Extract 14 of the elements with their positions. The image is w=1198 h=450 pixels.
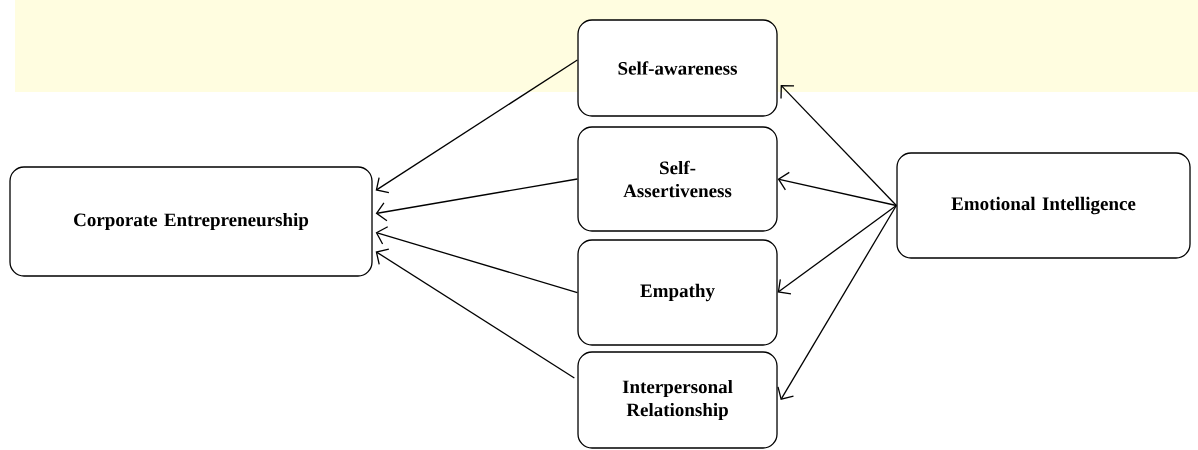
rounded-box: Empathy (577, 239, 778, 346)
arrow (375, 226, 578, 294)
rounded-box: Self- Assertiveness (577, 126, 778, 232)
arrow (777, 171, 897, 207)
rounded-box: Interpersonal Relationship (577, 351, 778, 449)
rounded-box: Emotional Intelligence (896, 152, 1191, 259)
arrow (777, 204, 897, 400)
rounded-box: Self-awareness (577, 19, 778, 117)
arrow (375, 178, 578, 222)
arrow (777, 204, 897, 295)
arrow (780, 85, 897, 207)
arrow (375, 248, 575, 379)
rounded-box: Corporate Entrepreneurship (9, 166, 373, 277)
arrow (375, 59, 578, 194)
